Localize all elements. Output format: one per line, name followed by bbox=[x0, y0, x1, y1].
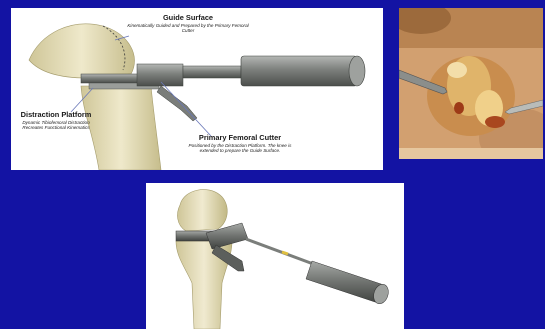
femoral-condyles bbox=[178, 190, 228, 231]
distraction-platform-subtitle: Dynamic Tibiofemoral Distraction Recreat… bbox=[13, 120, 99, 131]
cutter-mechanism bbox=[137, 64, 183, 86]
femoral-condyle bbox=[29, 24, 135, 78]
distraction-platform-title: Distraction Platform bbox=[13, 111, 99, 120]
cutter-shaft bbox=[183, 66, 241, 78]
device-shaft bbox=[246, 239, 316, 265]
primary-femoral-cutter-subtitle: Positioned by the Distraction Platform. … bbox=[179, 143, 301, 154]
primary-femoral-cutter-title: Primary Femoral Cutter bbox=[179, 134, 301, 143]
knee-device-render bbox=[146, 183, 404, 329]
device-motor bbox=[306, 261, 391, 306]
guide-surface-subtitle: Kinematically Guided and Prepared by the… bbox=[123, 23, 253, 34]
guide-surface-title: Guide Surface bbox=[123, 14, 253, 23]
cutter-motor bbox=[241, 56, 357, 86]
knee-device-render-panel bbox=[146, 183, 404, 329]
primary-femoral-cutter-callout: Primary Femoral Cutter Positioned by the… bbox=[179, 134, 301, 153]
surgical-photo-panel bbox=[399, 8, 543, 159]
surgical-photo bbox=[399, 8, 543, 159]
guide-surface-callout: Guide Surface Kinematically Guided and P… bbox=[123, 14, 253, 33]
guide-surface-diagram-panel: Guide Surface Kinematically Guided and P… bbox=[11, 8, 383, 170]
distraction-platform-callout: Distraction Platform Dynamic Tibiofemora… bbox=[13, 111, 99, 130]
cutter-lever bbox=[157, 86, 197, 121]
